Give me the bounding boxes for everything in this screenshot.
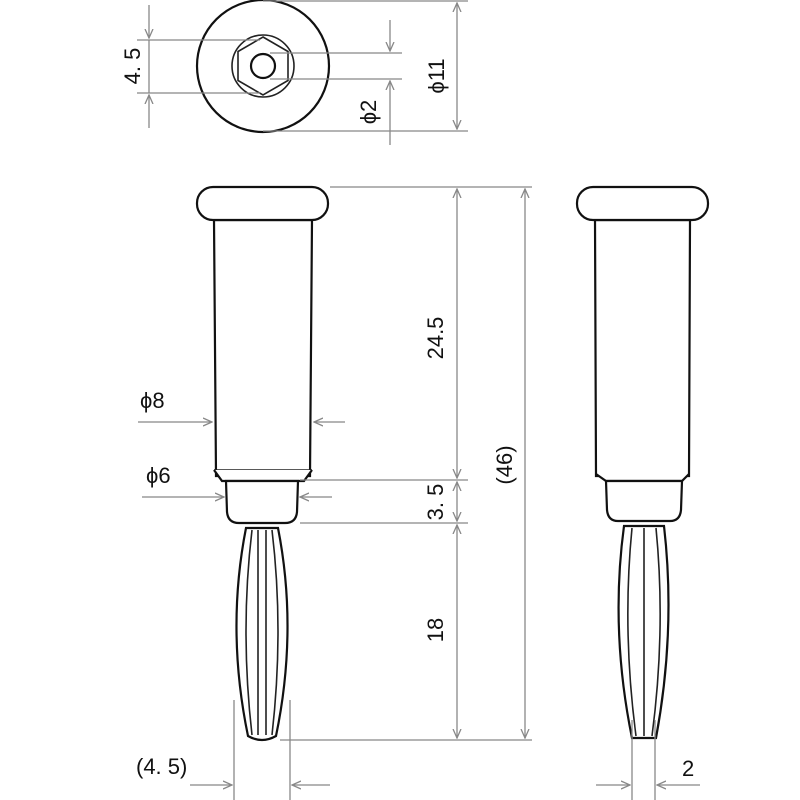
dim-hole-diameter: ϕ2 (356, 100, 381, 125)
dim-body-diameter: ϕ8 (140, 388, 165, 413)
top-view: 4. 5 ϕ2 ϕ11 (120, 0, 468, 145)
side-collar (604, 479, 684, 523)
banana-pin (235, 526, 289, 742)
dim-overall-length: (46) (492, 445, 517, 484)
center-hole (249, 52, 277, 80)
side-body (593, 218, 692, 478)
dim-pin-width: (4. 5) (136, 754, 187, 779)
chamfer (213, 469, 313, 483)
side-view: 2 (575, 185, 710, 800)
side-pin-springs (627, 527, 661, 737)
dim-head-diameter: ϕ11 (424, 58, 449, 93)
dim-body-length: 24.5 (423, 317, 448, 360)
dim-pin-length: 18 (423, 618, 448, 642)
body (212, 218, 314, 478)
dim-pin-thickness: 2 (682, 756, 694, 781)
side-head-cap (575, 185, 710, 222)
dim-collar-length: 3. 5 (423, 484, 448, 521)
front-view: 24.5 3. 5 18 (46) ϕ8 ϕ6 (4. 5) (136, 185, 532, 800)
dim-collar-diameter: ϕ6 (146, 463, 171, 488)
collar (224, 479, 300, 525)
hex-socket-circle (231, 34, 295, 98)
pin-springs (245, 529, 279, 736)
dim-hex-width: 4. 5 (120, 48, 145, 85)
hex-socket (237, 36, 289, 96)
head-cap (195, 185, 330, 222)
